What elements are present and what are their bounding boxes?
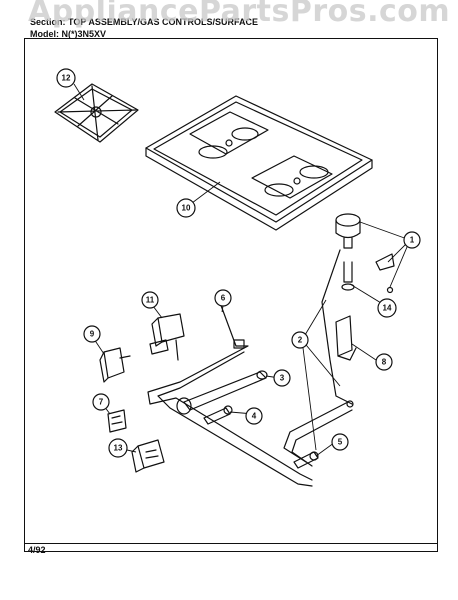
callout-3: 3 [273, 369, 291, 387]
burner-valve-part-lower [203, 405, 233, 425]
svg-text:3: 3 [280, 374, 285, 383]
spark-module-part [131, 439, 165, 473]
callout-12: 12 [56, 68, 76, 88]
section-title: Section: TOP ASSEMBLY/GAS CONTROLS/SURFA… [30, 17, 259, 27]
svg-text:2: 2 [298, 336, 303, 345]
diagram-frame [24, 38, 438, 552]
svg-text:7: 7 [99, 398, 104, 407]
callout-10: 10 [176, 198, 196, 218]
gas-tubes-part [283, 249, 354, 467]
receptacle-part [107, 409, 127, 433]
burner-grate-part [54, 83, 139, 143]
svg-text:1: 1 [410, 236, 415, 245]
callout-14: 14 [377, 298, 397, 318]
callout-2: 2 [291, 331, 309, 349]
svg-text:9: 9 [90, 330, 95, 339]
footer-date: 4/92 [28, 545, 46, 555]
callout-6: 6 [214, 289, 232, 307]
svg-text:12: 12 [62, 74, 71, 83]
svg-text:6: 6 [221, 294, 226, 303]
callout-9: 9 [83, 325, 101, 343]
burner-valve-part [176, 370, 268, 415]
callout-5: 5 [331, 433, 349, 451]
igniter-module-part [149, 313, 185, 361]
callout-8: 8 [375, 353, 393, 371]
orifice-fitting-part [293, 451, 319, 469]
callout-11: 11 [141, 291, 159, 309]
callout-13: 13 [108, 438, 128, 458]
svg-text:10: 10 [182, 204, 191, 213]
valve-stem-part [341, 261, 355, 291]
cooktop-part [145, 95, 373, 231]
watermark: AppliancePartsPros.com [28, 0, 451, 29]
callout-4: 4 [245, 407, 263, 425]
svg-text:4: 4 [252, 412, 257, 421]
switch-part [99, 347, 131, 383]
bracket-part [335, 315, 357, 361]
footer-divider [24, 543, 438, 544]
manifold-tube-part [147, 299, 313, 487]
callout-7: 7 [92, 393, 110, 411]
svg-text:11: 11 [146, 296, 155, 305]
svg-text:5: 5 [338, 438, 343, 447]
model-title: Model: N(*)3N5XV [30, 29, 107, 39]
control-knob-part [335, 213, 395, 294]
svg-text:8: 8 [382, 358, 387, 367]
svg-text:14: 14 [383, 304, 392, 313]
callout-1: 1 [403, 231, 421, 249]
svg-text:13: 13 [114, 444, 123, 453]
